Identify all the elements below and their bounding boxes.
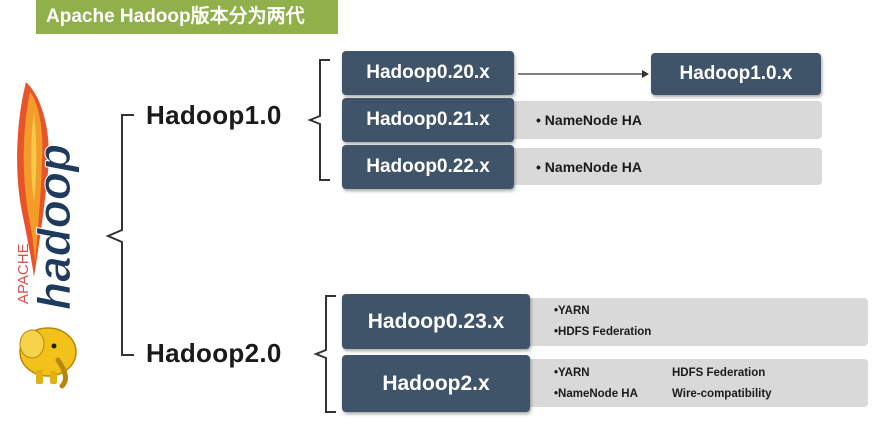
release-name: Hadoop0.21.x <box>366 109 490 130</box>
logo-word-apache: APACHE <box>15 243 32 304</box>
feature-note: HDFS Federation <box>672 367 766 379</box>
upgrade-arrow <box>518 68 650 80</box>
release-hadoop-0-23: Hadoop0.23.x <box>342 294 530 349</box>
release-hadoop-1-0-x: Hadoop1.0.x <box>651 53 821 95</box>
page-title: Apache Hadoop版本分为两代 <box>36 0 338 34</box>
feature-note: • NameNode HA <box>536 159 643 175</box>
release-hadoop-0-20: Hadoop0.20.x <box>342 51 514 95</box>
release-name: Hadoop2.x <box>382 371 490 395</box>
release-hadoop-2-x: Hadoop2.x <box>342 355 530 412</box>
gen1-label: Hadoop1.0 <box>146 100 282 130</box>
release-name: Hadoop0.22.x <box>366 156 490 177</box>
feature-note: •YARN <box>554 305 590 317</box>
feature-band <box>526 359 868 407</box>
release-hadoop-0-22: Hadoop0.22.x <box>342 145 514 189</box>
feature-band <box>526 298 868 346</box>
feature-note: •NameNode HA <box>554 388 638 400</box>
release-name: Hadoop1.0.x <box>679 63 793 84</box>
feature-note: • NameNode HA <box>536 112 643 128</box>
hadoop-logo: hadoop APACHE <box>8 62 90 392</box>
feature-note: •YARN <box>554 367 590 379</box>
gen2-label: Hadoop2.0 <box>146 338 282 368</box>
main-brace <box>104 110 138 360</box>
feature-note: Wire-compatibility <box>672 388 772 400</box>
feature-band <box>510 101 822 139</box>
feature-note: •HDFS Federation <box>554 326 652 338</box>
release-hadoop-0-21: Hadoop0.21.x <box>342 98 514 142</box>
logo-word-hadoop: hadoop <box>28 144 80 310</box>
release-name: Hadoop0.23.x <box>367 309 505 333</box>
release-name: Hadoop0.20.x <box>366 62 490 83</box>
feature-band <box>510 148 822 185</box>
gen1-brace <box>306 58 336 182</box>
gen2-brace <box>312 294 342 414</box>
